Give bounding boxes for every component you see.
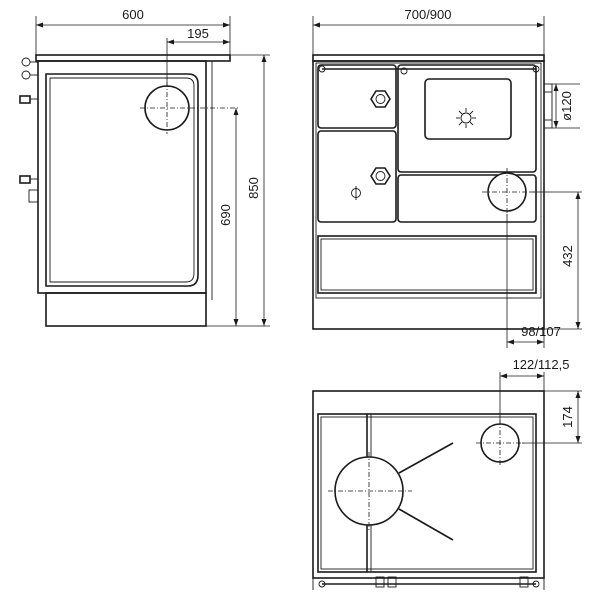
side-outlet-offset-dimension: 195 (187, 26, 209, 41)
hexagon-knob-icon (370, 90, 391, 108)
top-outlet-side-dimension: 122/112,5 (513, 357, 570, 372)
top-outlet-depth-dimension: 174 (560, 406, 575, 428)
side-outlet-height-dimension: 690 (218, 204, 233, 226)
front-outlet-side-dimension: 98/107 (521, 324, 561, 339)
side-width-dimension: 600 (122, 7, 144, 22)
front-outlet-height-dimension: 432 (560, 245, 575, 267)
side-view: 600 195 690 (19, 7, 270, 327)
side-total-height-dimension: 850 (246, 177, 261, 199)
top-view: 122/112,5 174 (312, 357, 582, 590)
front-width-dimension: 700/900 (405, 7, 452, 22)
front-view: 700/900 (312, 7, 582, 348)
front-outlet-diameter-dimension: ø120 (559, 91, 574, 121)
